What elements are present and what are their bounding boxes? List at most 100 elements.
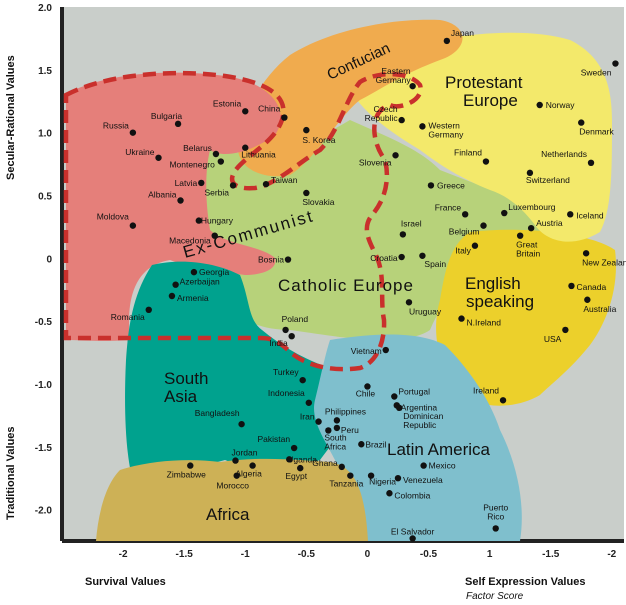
country-label: El Salvador bbox=[391, 526, 435, 536]
country-label: Sweden bbox=[581, 68, 612, 78]
country-point bbox=[174, 120, 182, 128]
country-label: Serbia bbox=[204, 187, 229, 197]
country-label: Norway bbox=[546, 100, 576, 110]
region-label-english-1: English bbox=[465, 274, 521, 293]
country-label: Greece bbox=[437, 180, 465, 190]
country-label: Romania bbox=[111, 312, 145, 322]
country-point bbox=[568, 282, 575, 290]
country-point bbox=[288, 332, 295, 340]
country-label: Georgia bbox=[199, 267, 230, 277]
country-point bbox=[405, 299, 413, 306]
x-axis-sublabel: Factor Score bbox=[466, 591, 524, 602]
x-tick-label: -2 bbox=[119, 549, 128, 560]
country-point bbox=[129, 129, 137, 136]
country-label: Tanzania bbox=[329, 479, 363, 489]
x-tick-label: -1 bbox=[241, 549, 250, 560]
country-label: USA bbox=[544, 334, 562, 344]
country-label: Jordan bbox=[231, 448, 257, 458]
ex-communist-dashed-border bbox=[63, 70, 423, 372]
country-point bbox=[409, 535, 416, 542]
country-point bbox=[145, 306, 152, 314]
country-point bbox=[284, 256, 292, 263]
country-label: Uganda bbox=[287, 454, 317, 464]
country-point bbox=[242, 108, 249, 115]
country-label: Belgium bbox=[449, 227, 480, 237]
region-ex-communist-shape bbox=[66, 72, 281, 341]
country-point bbox=[358, 441, 365, 448]
country-label: Ukraine bbox=[125, 147, 155, 157]
country-label: Taiwan bbox=[271, 175, 298, 185]
country-point bbox=[382, 346, 389, 354]
country-point bbox=[443, 37, 451, 45]
country-label: Morocco bbox=[216, 481, 249, 491]
y-tick-label: 2.0 bbox=[38, 3, 52, 14]
x-tick-label: -0.5 bbox=[298, 549, 316, 560]
country-point bbox=[282, 326, 289, 334]
country-point bbox=[567, 211, 574, 218]
country-point bbox=[249, 462, 256, 469]
country-point bbox=[587, 159, 595, 167]
country-label: China bbox=[258, 104, 280, 114]
country-label: Moldova bbox=[97, 212, 129, 222]
country-point bbox=[212, 150, 220, 158]
country-label: Bangladesh bbox=[195, 408, 240, 418]
country-label: Zimbabwe bbox=[167, 470, 206, 480]
country-label: Luxembourg bbox=[508, 202, 556, 212]
y-tick-label: -0.5 bbox=[35, 317, 53, 328]
country-point bbox=[391, 393, 398, 400]
country-point bbox=[482, 158, 490, 165]
country-point bbox=[233, 472, 240, 479]
x-tick-label: 1 bbox=[487, 549, 493, 560]
region-label-south-asia-2: Asia bbox=[164, 387, 198, 406]
country-point bbox=[419, 123, 426, 130]
country-point bbox=[333, 424, 341, 432]
country-point bbox=[499, 397, 507, 404]
country-point bbox=[461, 211, 469, 218]
y-tick-label: -1.0 bbox=[35, 380, 53, 391]
country-label: Bosnia bbox=[258, 255, 284, 265]
country-point bbox=[333, 417, 341, 424]
region-english-speaking-shape bbox=[436, 229, 616, 406]
country-point bbox=[409, 82, 416, 90]
y-tick-label: 0 bbox=[46, 254, 52, 265]
country-label: Lithuania bbox=[241, 150, 276, 160]
x-axis-label-right: Self Expression Values bbox=[465, 576, 585, 588]
country-label: Netherlands bbox=[541, 149, 587, 159]
country-label: Canada bbox=[576, 282, 606, 292]
country-label: Ghana bbox=[312, 458, 338, 468]
country-point bbox=[168, 292, 176, 300]
country-point bbox=[325, 427, 332, 434]
x-tick-label: 0 bbox=[365, 549, 371, 560]
country-point bbox=[527, 224, 535, 232]
x-tick-label: -2 bbox=[607, 549, 616, 560]
country-label: Poland bbox=[282, 314, 309, 324]
country-point bbox=[129, 222, 137, 229]
y-axis-label-top: Secular-Rational Values bbox=[5, 55, 17, 180]
country-point bbox=[290, 444, 298, 452]
region-label-protestant-europe-1: Protestant bbox=[445, 73, 523, 92]
region-label-latin-america: Latin America bbox=[387, 440, 491, 459]
country-label: Croatia bbox=[370, 253, 398, 263]
region-label-protestant-europe-2: Europe bbox=[463, 91, 518, 110]
country-label: Austria bbox=[536, 218, 563, 228]
country-label: Colombia bbox=[394, 490, 430, 500]
country-point bbox=[303, 126, 310, 134]
country-point bbox=[471, 242, 479, 249]
country-label: Montenegro bbox=[169, 160, 215, 170]
region-label-english-2: speaking bbox=[466, 292, 534, 311]
country-point bbox=[386, 490, 393, 497]
country-point bbox=[242, 144, 249, 151]
y-axis-ticks: 2.01.51.00.50-0.5-1.0-1.5-2.0 bbox=[35, 3, 53, 517]
country-label: Bulgaria bbox=[151, 111, 182, 121]
country-label: Turkey bbox=[273, 367, 299, 377]
country-label: Armenia bbox=[177, 293, 209, 303]
x-axis-label-left: Survival Values bbox=[85, 576, 166, 588]
country-point bbox=[399, 231, 407, 238]
country-point bbox=[419, 252, 426, 259]
country-point bbox=[398, 116, 405, 124]
country-point bbox=[427, 182, 435, 189]
